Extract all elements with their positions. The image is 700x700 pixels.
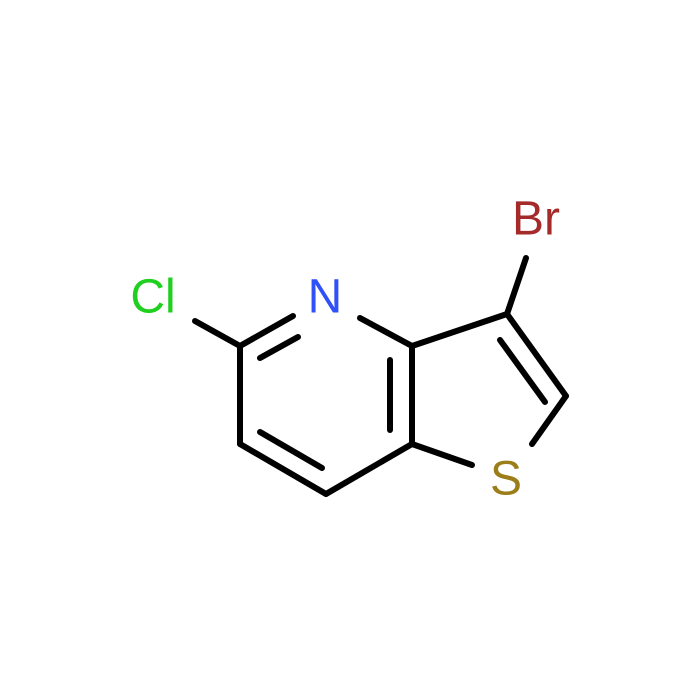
bond-c3-c2 [504, 311, 569, 399]
bond-c7a-c7 [323, 441, 415, 497]
atom-label-bromine: Br [512, 193, 560, 246]
bond-c5-cl [192, 318, 243, 349]
bond-c2-s [529, 393, 569, 447]
atom-label-nitrogen: N [308, 271, 343, 324]
bond-c3-c2-inner [497, 337, 548, 405]
bond-c5-n-inner [257, 334, 301, 361]
bond-c3-br [504, 255, 529, 317]
bond-c3a-c3 [409, 311, 510, 349]
atom-label-chlorine: Cl [130, 271, 175, 324]
bond-s-c7a [409, 441, 475, 468]
bond-c5-n [237, 313, 296, 349]
bond-c7-c6-inner [257, 429, 325, 471]
atom-label-sulfur: S [490, 453, 522, 506]
bond-c7-c6 [237, 441, 329, 497]
bond-n-c3a [357, 315, 415, 349]
